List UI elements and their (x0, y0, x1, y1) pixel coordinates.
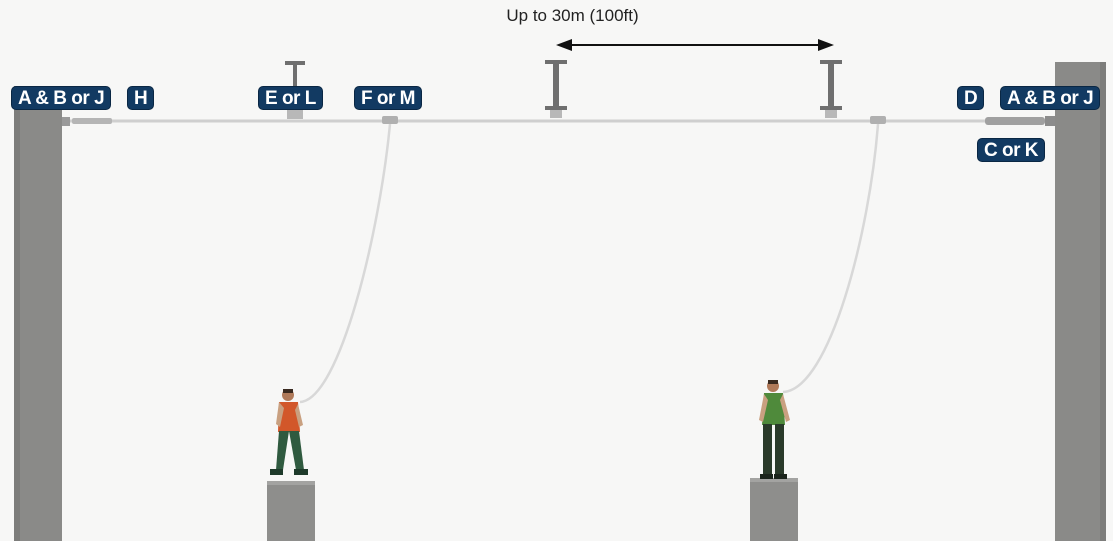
intermediate-bracket-3 (820, 60, 842, 118)
left-end-anchor (62, 117, 112, 126)
worker-left (270, 389, 308, 475)
right-end-tensioner (985, 116, 1055, 126)
lanyard-left (299, 123, 392, 404)
worker-right (759, 380, 790, 479)
left-column (14, 86, 62, 541)
span-length-annotation: Up to 30m (100ft) (506, 6, 639, 25)
label-d: D (957, 86, 985, 110)
label-h: H (127, 86, 155, 110)
label-e-or-l: E or L (258, 86, 323, 110)
label-right-anchor: A & B or J (1000, 86, 1101, 110)
platform-left (267, 481, 315, 541)
right-column (1055, 62, 1106, 541)
span-dimension-arrow (556, 39, 834, 51)
lanyard-right (782, 123, 880, 394)
label-left-anchor: A & B or J (11, 86, 112, 110)
label-c-or-k: C or K (977, 138, 1045, 162)
traveller-left (382, 116, 398, 124)
label-f-or-m: F or M (354, 86, 422, 110)
platform-right (750, 478, 798, 541)
intermediate-bracket-2 (545, 60, 567, 118)
traveller-right (870, 116, 886, 124)
